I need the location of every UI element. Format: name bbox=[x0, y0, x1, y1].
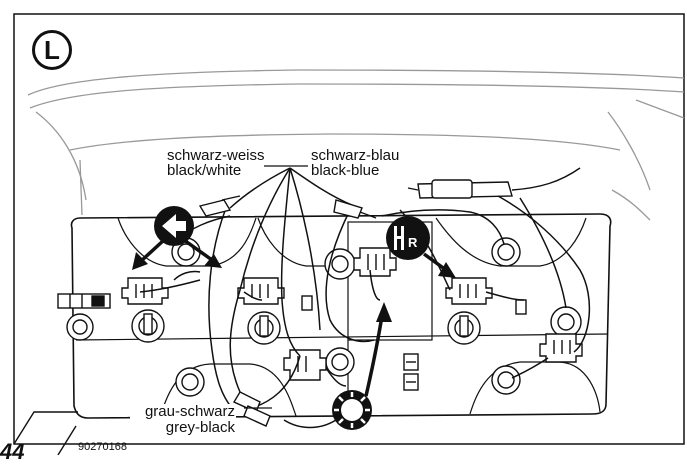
car-body-outline bbox=[27, 69, 685, 221]
wire-label-schwarz-weiss: schwarz-weiss bbox=[166, 147, 266, 164]
page-number: 44 bbox=[0, 439, 25, 464]
brake-light-icon bbox=[332, 390, 372, 430]
left-side-badge: L bbox=[32, 30, 72, 70]
wire-label-schwarz-blau: schwarz-blau bbox=[310, 147, 401, 164]
diagram-frame bbox=[13, 13, 685, 445]
page-corner-tab bbox=[13, 411, 78, 455]
figure-number: 90270168 bbox=[78, 441, 127, 453]
bulb-sockets bbox=[131, 248, 582, 377]
label-leaders bbox=[244, 165, 308, 409]
wire-label-black-white: black/white bbox=[166, 162, 243, 179]
svg-text:R: R bbox=[408, 235, 418, 250]
wire-label-grey-black: grey-black bbox=[130, 420, 236, 436]
wire-label-black-blue: black-blue bbox=[310, 162, 381, 179]
reversing-light-icon: R bbox=[386, 216, 430, 260]
wiring-harness bbox=[139, 167, 591, 429]
indicator-symbol-icon bbox=[154, 206, 194, 246]
arrow-heads bbox=[132, 252, 456, 322]
inline-fuse-holder bbox=[407, 167, 581, 199]
wire-label-grau-schwarz: grau-schwarz bbox=[130, 404, 236, 420]
direction-arrows bbox=[138, 238, 448, 397]
spade-connectors bbox=[198, 195, 377, 427]
